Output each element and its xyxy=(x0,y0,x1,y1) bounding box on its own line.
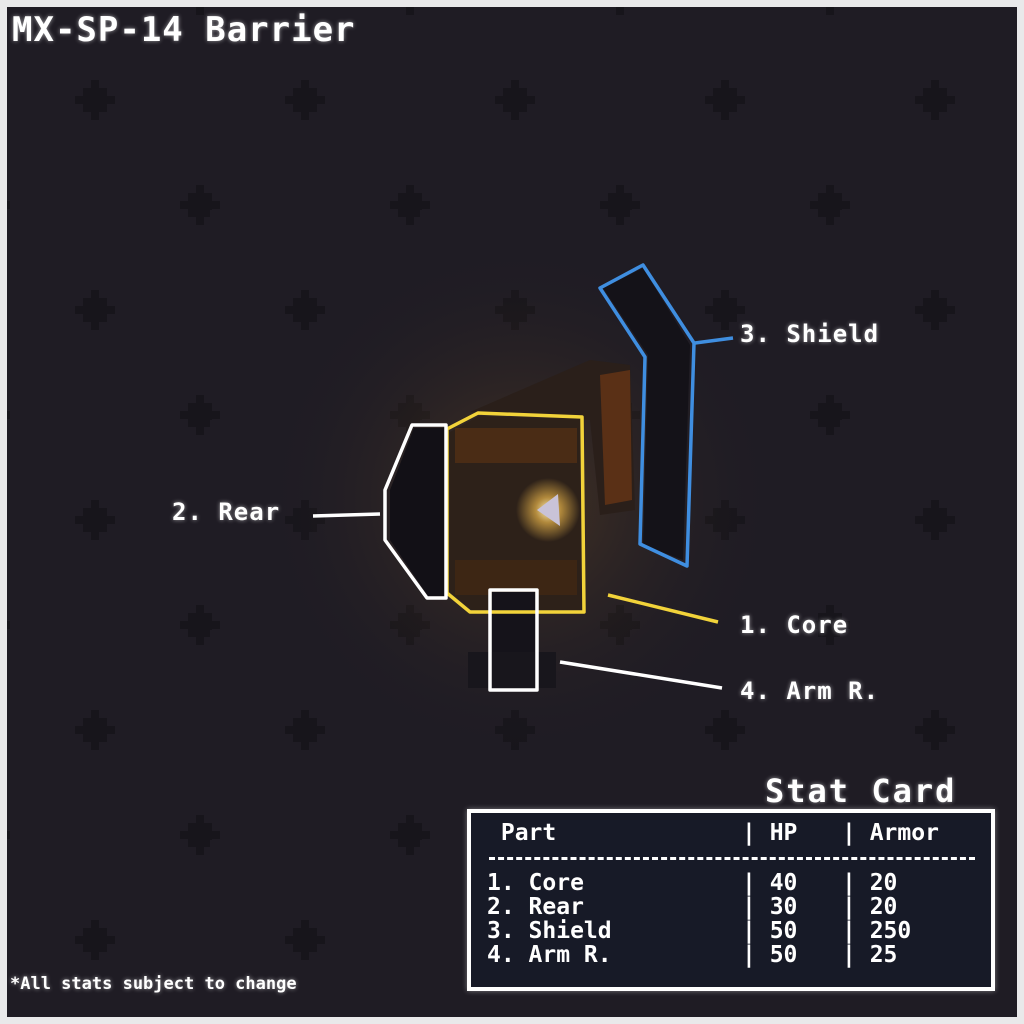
stat-table: 1. Core | 40 | 20 2. Rear | 30 | 20 3. S… xyxy=(487,871,972,967)
armor-cell: 20 xyxy=(869,870,898,896)
hp-cell: 30 xyxy=(769,894,798,920)
part-cell: 2. Rear xyxy=(487,894,584,920)
mech-sprite xyxy=(390,268,690,688)
callout-rear-label: 2. Rear xyxy=(172,498,281,526)
hp-cell: 50 xyxy=(769,942,798,968)
hp-cell: 40 xyxy=(769,870,798,896)
diagram-canvas xyxy=(7,7,1017,1017)
stat-card-header: Part | HP | Armor xyxy=(500,820,939,846)
stat-card-title: Stat Card xyxy=(765,772,957,810)
callout-shield-label: 3. Shield xyxy=(740,320,880,348)
header-armor: Armor xyxy=(869,820,939,846)
header-divider xyxy=(489,857,975,860)
rear-outline[interactable] xyxy=(383,423,448,600)
table-row: 1. Core | 40 | 20 xyxy=(487,870,898,896)
table-row: 3. Shield | 50 | 250 xyxy=(487,918,912,944)
callout-core-label: 1. Core xyxy=(740,611,849,639)
table-row: 4. Arm R. | 50 | 25 xyxy=(487,942,898,968)
shield-outline[interactable] xyxy=(598,263,696,568)
arm-r-outline[interactable] xyxy=(488,588,539,692)
core-leader-line xyxy=(607,593,719,624)
part-cell: 1. Core xyxy=(487,870,584,896)
part-cell: 4. Arm R. xyxy=(487,942,612,968)
part-cell: 3. Shield xyxy=(487,918,612,944)
table-row: 2. Rear | 30 | 20 xyxy=(487,894,898,920)
rear-leader-line xyxy=(312,512,381,518)
armor-cell: 250 xyxy=(869,918,912,944)
diagram-svg xyxy=(7,7,1017,1017)
callout-arm-r-label: 4. Arm R. xyxy=(740,677,880,705)
armor-cell: 25 xyxy=(869,942,898,968)
footnote: *All stats subject to change xyxy=(10,974,297,994)
shield-leader-line xyxy=(694,336,734,345)
page-title: MX-SP-14 Barrier xyxy=(12,10,356,50)
stat-card: Part | HP | Armor 1. Core | 40 | 20 2. R… xyxy=(467,809,995,991)
header-part: Part xyxy=(500,820,557,846)
header-hp: HP xyxy=(769,820,798,846)
armor-cell: 20 xyxy=(869,894,898,920)
hp-cell: 50 xyxy=(769,918,798,944)
arm-r-leader-line xyxy=(559,660,723,690)
